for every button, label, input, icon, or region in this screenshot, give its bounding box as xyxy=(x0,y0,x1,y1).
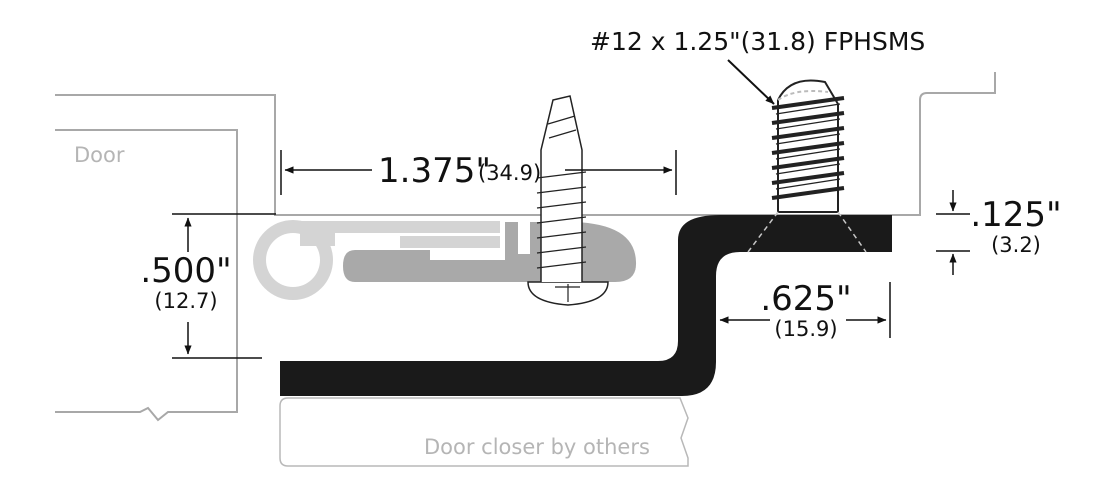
dimension-height-left: .500" (12.7) xyxy=(140,213,276,359)
dim-width-imperial: 1.375" xyxy=(378,151,491,191)
dim-flange-metric: (15.9) xyxy=(774,317,837,341)
frame-outline xyxy=(55,72,996,216)
dimension-width-main: 1.375" (34.9) xyxy=(280,150,677,195)
dim-thickness-metric: (3.2) xyxy=(991,233,1041,257)
sweep-profile xyxy=(253,220,500,300)
door-outline xyxy=(55,129,238,422)
dimension-thickness-right: .125" (3.2) xyxy=(936,190,1062,275)
frame-screw xyxy=(771,79,845,213)
dim-flange-imperial: .625" xyxy=(760,279,851,319)
dim-height-imperial: .500" xyxy=(140,251,231,291)
dimension-flange-right: .625" (15.9) xyxy=(719,279,891,341)
threshold-angle-profile xyxy=(280,215,892,396)
screw-callout-label: #12 x 1.25"(31.8) FPHSMS xyxy=(590,27,925,56)
countersink-lines xyxy=(747,211,867,253)
door-closer-outline xyxy=(279,397,689,467)
self-drilling-screw xyxy=(527,95,609,306)
screw-callout-leader xyxy=(727,59,775,105)
dim-height-metric: (12.7) xyxy=(154,289,217,313)
dim-width-metric: (34.9) xyxy=(478,161,541,185)
dim-thickness-imperial: .125" xyxy=(970,195,1061,235)
door-closer-label: Door closer by others xyxy=(424,435,650,459)
door-label: Door xyxy=(74,143,125,167)
